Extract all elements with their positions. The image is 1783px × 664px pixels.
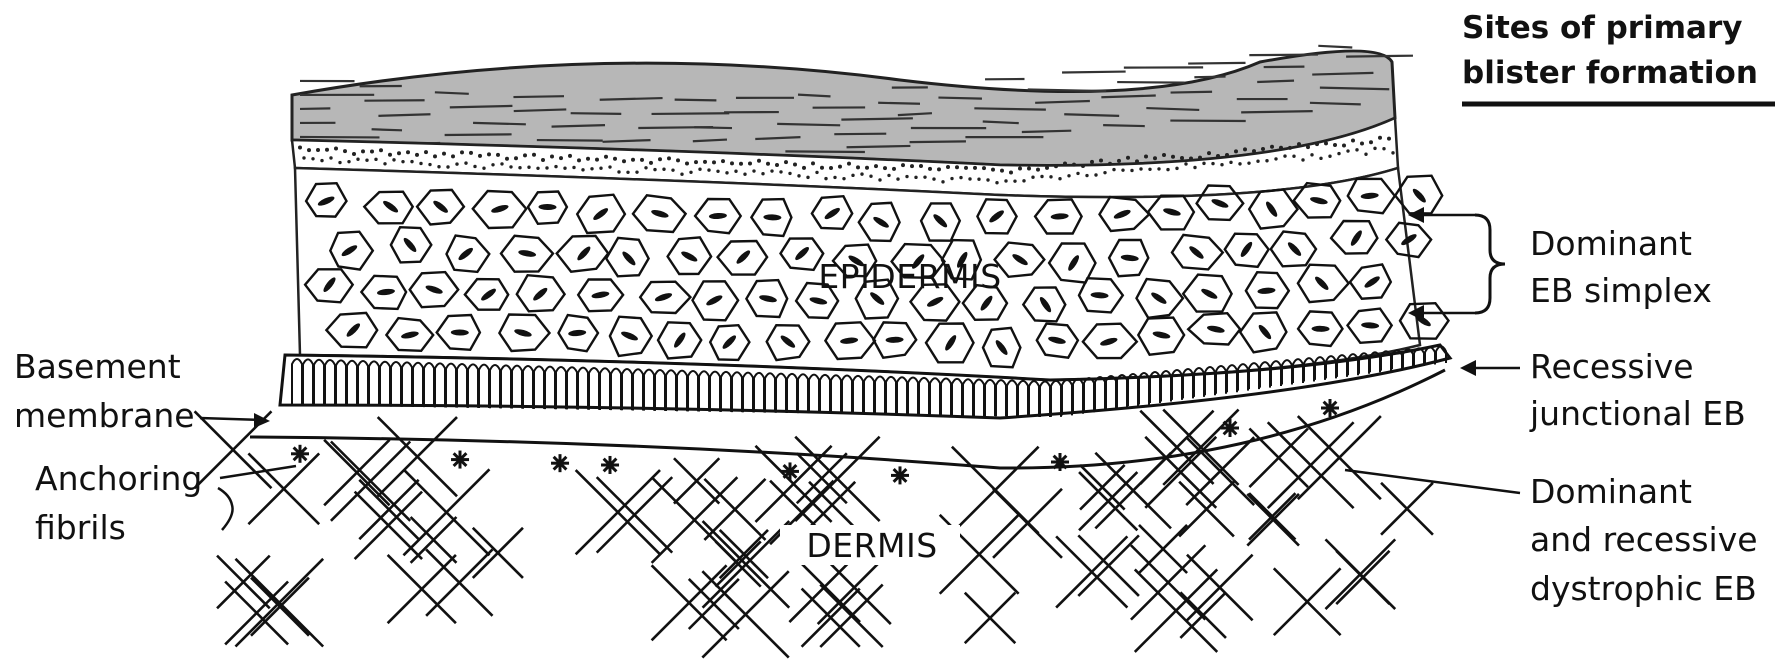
dermis-label: DERMIS — [806, 526, 937, 565]
basement-label-line-2: membrane — [14, 396, 195, 435]
junctional-arrow-icon — [1460, 360, 1476, 376]
eb-simplex-label-line-2: EB simplex — [1530, 271, 1712, 310]
legend-title: Sites of primary blister formation — [1462, 10, 1775, 104]
anchoring-label-line-2: fibrils — [35, 508, 126, 547]
basement-label-line-1: Basement — [14, 347, 181, 386]
basement-pointer-line — [200, 418, 262, 420]
junctional-label-line-1: Recessive — [1530, 347, 1694, 386]
dystrophic-label-line-3: dystrophic EB — [1530, 569, 1757, 608]
eb-simplex-label-line-1: Dominant — [1530, 224, 1692, 263]
anchoring-brace-icon — [218, 488, 233, 530]
anchoring-label-line-1: Anchoring — [35, 459, 202, 498]
title-line-2: blister formation — [1462, 55, 1758, 91]
title-line-1: Sites of primary — [1462, 10, 1742, 46]
dystrophic-label-line-1: Dominant — [1530, 472, 1692, 511]
dystrophic-label-line-2: and recessive — [1530, 520, 1758, 559]
junctional-label-line-2: junctional EB — [1529, 394, 1746, 433]
epidermis-label: EPIDERMIS — [818, 257, 1001, 296]
